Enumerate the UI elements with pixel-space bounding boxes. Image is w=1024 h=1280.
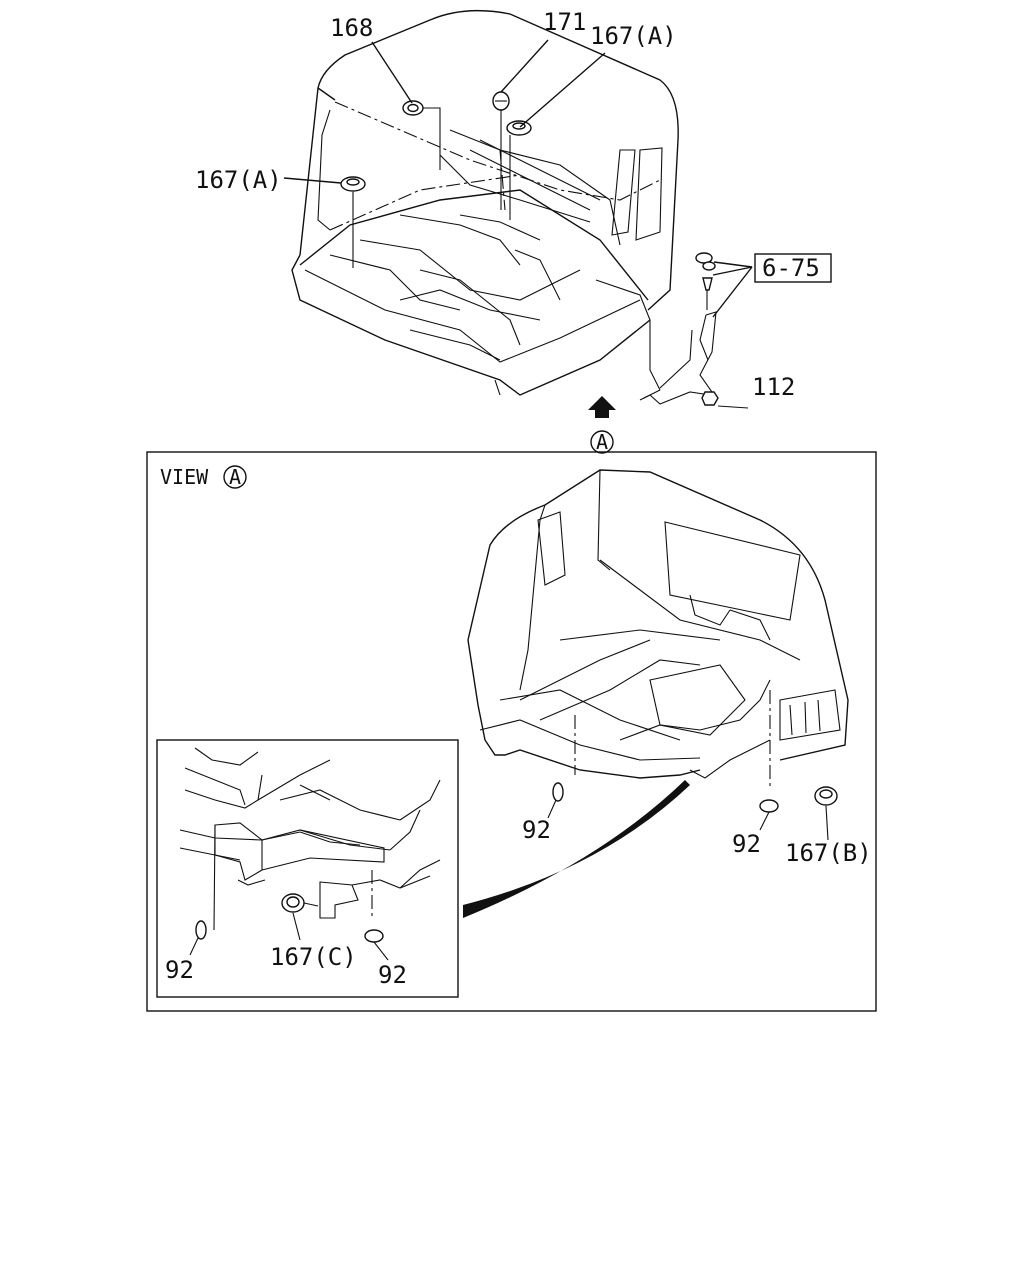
callout-112: 112 bbox=[752, 373, 795, 401]
fasteners-6-75 bbox=[695, 252, 716, 310]
callout-168: 168 bbox=[330, 14, 373, 42]
o-ring-92-inset-right bbox=[364, 929, 384, 943]
inset-detail-frame bbox=[156, 739, 459, 998]
cab-underside bbox=[467, 469, 849, 790]
o-ring-92-inset-left bbox=[195, 920, 207, 940]
ref-box-6-75 bbox=[754, 253, 832, 283]
view-a-circle bbox=[223, 465, 247, 489]
o-ring-92-main-left bbox=[552, 782, 564, 802]
view-a-marker: A bbox=[229, 465, 241, 489]
grommet-167a-left bbox=[340, 176, 366, 268]
view-a-title: VIEW bbox=[160, 465, 209, 489]
bolt-112 bbox=[701, 391, 749, 409]
view-arrow: A bbox=[588, 396, 616, 454]
grommet-167a-top bbox=[506, 120, 532, 220]
inset-detail bbox=[179, 747, 441, 931]
callout-92-inset-left: 92 bbox=[165, 956, 194, 984]
grommet-168 bbox=[402, 100, 441, 170]
callout-167b: 167(B) bbox=[785, 839, 872, 867]
view-marker-label: A bbox=[596, 430, 608, 454]
callout-167a-left: 167(A) bbox=[195, 166, 282, 194]
view-a-frame bbox=[146, 451, 877, 1012]
detail-connector bbox=[463, 780, 690, 918]
callout-171: 171 bbox=[543, 8, 586, 36]
callout-92-inset-right: 92 bbox=[378, 961, 407, 989]
cab-floor-assembly bbox=[291, 9, 717, 405]
callout-92-main-left: 92 bbox=[522, 816, 551, 844]
o-ring-92-main-right bbox=[759, 799, 779, 813]
callout-167a-top: 167(A) bbox=[590, 22, 677, 50]
grommet-167c bbox=[281, 893, 319, 941]
callout-167c: 167(C) bbox=[270, 943, 357, 971]
grommet-167b bbox=[814, 786, 838, 841]
callout-6-75: 6-75 bbox=[762, 254, 820, 282]
callout-92-main-right: 92 bbox=[732, 830, 761, 858]
